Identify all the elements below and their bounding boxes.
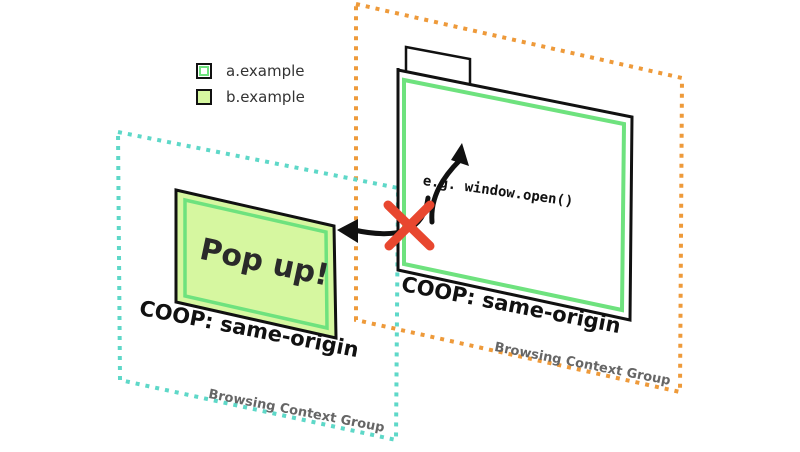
x-cross-icon bbox=[383, 200, 435, 251]
legend-swatch-a-example bbox=[196, 63, 212, 79]
browser-window bbox=[396, 68, 634, 322]
legend-item-b-example: b.example bbox=[196, 88, 305, 106]
window-open-arrow bbox=[429, 143, 469, 225]
legend-label-b-example: b.example bbox=[226, 88, 305, 106]
right-browsing-context-group-border bbox=[354, 1, 685, 395]
left-browsing-context-group-border bbox=[115, 129, 401, 443]
legend-label-a-example: a.example bbox=[226, 62, 305, 80]
legend-swatch-b-example bbox=[196, 89, 212, 105]
legend-item-a-example: a.example bbox=[196, 62, 305, 80]
popup-window bbox=[174, 188, 338, 340]
